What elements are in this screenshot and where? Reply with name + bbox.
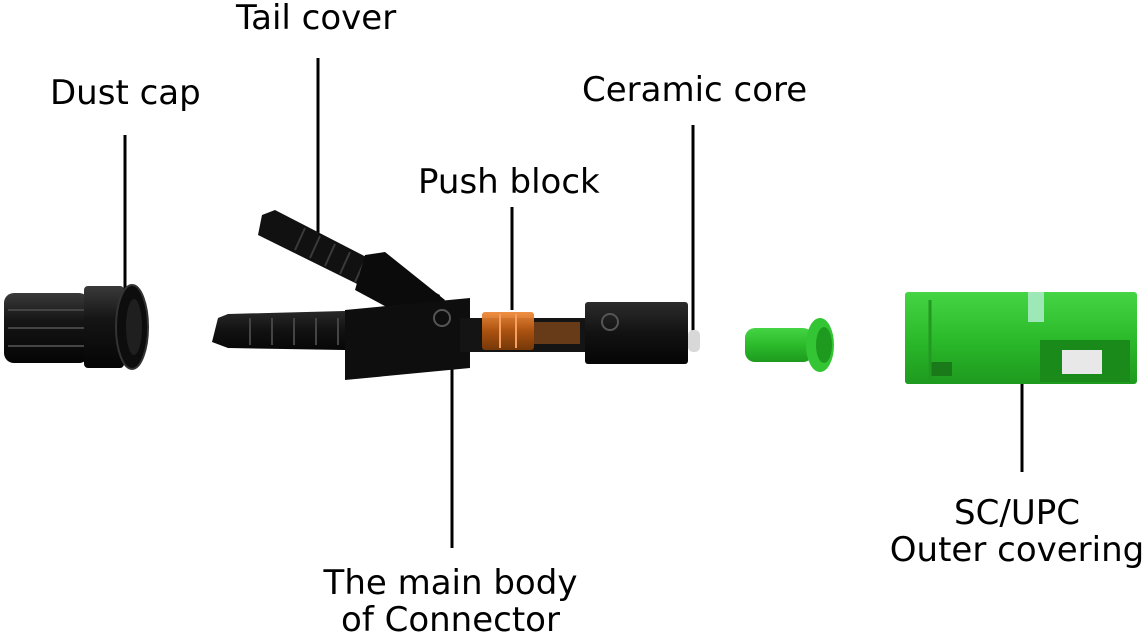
label-outer-covering: SC/UPC Outer covering bbox=[888, 495, 1146, 568]
label-main-body: The main body of Connector bbox=[318, 565, 583, 638]
label-dust-cap: Dust cap bbox=[50, 73, 201, 113]
label-ceramic-core: Ceramic core bbox=[582, 70, 808, 110]
ceramic-core-part bbox=[688, 330, 700, 352]
leader-lines bbox=[123, 58, 1024, 548]
label-main-body-line2: of Connector bbox=[341, 599, 560, 640]
outer-covering-part bbox=[905, 292, 1137, 384]
push-block-part bbox=[482, 312, 580, 350]
dust-cap-part bbox=[4, 284, 149, 370]
label-outer-covering-line2: Outer covering bbox=[889, 529, 1145, 570]
label-outer-covering-line1: SC/UPC bbox=[954, 493, 1080, 533]
label-main-body-line1: The main body bbox=[323, 563, 578, 603]
label-push-block: Push block bbox=[418, 162, 600, 202]
connector-body-part bbox=[212, 298, 688, 380]
label-tail-cover: Tail cover bbox=[236, 0, 397, 38]
green-sleeve-part bbox=[745, 318, 834, 372]
